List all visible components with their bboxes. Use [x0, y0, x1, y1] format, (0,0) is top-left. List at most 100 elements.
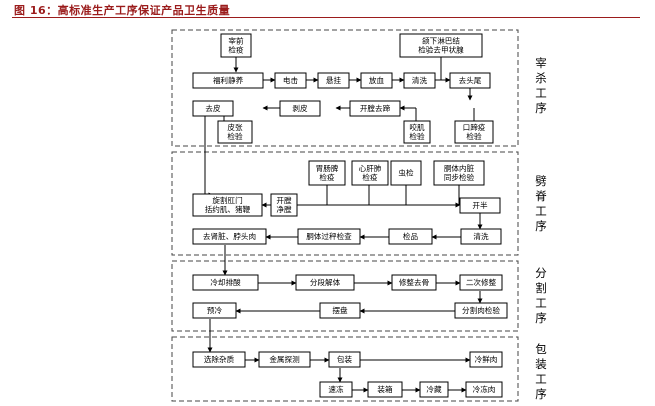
- node-label: 去肾脏、脖头肉: [203, 231, 256, 241]
- node-de-skin: 去皮: [192, 100, 234, 117]
- node-label: 冷却排酸: [210, 277, 241, 287]
- node-box: 装箱: [367, 381, 403, 398]
- node-frozen-meat: 冷冻肉: [465, 381, 503, 398]
- node-wash1: 清洗: [403, 72, 436, 89]
- node-package: 包装: [328, 351, 361, 368]
- node-label: 放血: [369, 75, 385, 85]
- node-bleed: 放血: [360, 72, 393, 89]
- node-label: 分割肉检验: [462, 305, 500, 315]
- node-carcass-weigh: 胴体过秤检查: [297, 228, 361, 245]
- node-label: 皮张: [227, 122, 243, 132]
- section-label-cut: 分割工序: [535, 266, 547, 325]
- node-pre-chill: 预冷: [192, 302, 237, 319]
- node-rinse: 福利静养: [192, 72, 264, 89]
- node-label: 同步检验: [444, 172, 475, 182]
- node-remove-kidney: 去肾脏、脖头肉: [192, 228, 267, 245]
- node-label: 宰前: [228, 36, 244, 46]
- node-label: 开膛去蹄: [360, 103, 391, 113]
- slaughter-section-frame: [171, 29, 519, 147]
- node-worm-check: 虫检: [390, 160, 422, 186]
- node-label: 电击: [283, 75, 299, 85]
- node-de-tail: 去头尾: [449, 72, 491, 89]
- node-label: 括约肌、猪鞭: [205, 204, 251, 214]
- node-label: 旋割肛门: [212, 195, 242, 205]
- node-label: 净膛: [276, 204, 292, 214]
- figure-title: 图 16：高标准生产工序保证产品卫生质量: [14, 4, 231, 17]
- node-trim2: 二次修整: [459, 274, 503, 291]
- node-inspect: 检品: [388, 228, 433, 245]
- node-label: 咬肌: [409, 122, 425, 132]
- node-section-cut: 分段解体: [295, 274, 355, 291]
- node-cut-check: 分割肉检验: [454, 302, 508, 319]
- node-label: 剥皮: [292, 103, 308, 113]
- node-label: 速冻: [328, 384, 344, 394]
- node-peel: 剥皮: [279, 100, 321, 117]
- node-label: 检品: [403, 231, 419, 241]
- node-tray: 摆盘: [319, 302, 361, 319]
- node-label: 检验: [227, 131, 243, 141]
- split-section-frame: [171, 151, 519, 256]
- node-label: 开膛: [276, 195, 292, 205]
- node-label: 颌下淋巴结: [422, 36, 460, 46]
- node-label: 选除杂质: [204, 354, 235, 364]
- node-label: 福利静养: [213, 75, 244, 85]
- node-label: 分段解体: [310, 277, 341, 287]
- node-label: 胃肠脾: [316, 163, 339, 173]
- node-metal-detect: 金属探测: [258, 351, 311, 368]
- node-label: 冷鲜肉: [475, 354, 498, 364]
- node-label: 二次修整: [466, 277, 497, 287]
- node-label: 装箱: [377, 384, 393, 394]
- node-label: 清洗: [412, 75, 428, 85]
- node-label: 检验: [409, 131, 425, 141]
- pack-section-frame: [171, 336, 519, 402]
- node-chill: 冷却排酸: [192, 274, 259, 291]
- node-label: 冷冻肉: [473, 384, 496, 394]
- node-wash2: 清洗: [460, 228, 502, 245]
- node-label: 去头尾: [459, 75, 482, 85]
- node-halve: 开半: [459, 197, 501, 214]
- node-label: 金属探测: [269, 354, 300, 364]
- node-label: 摆盘: [332, 305, 348, 315]
- node-stun: 电击: [274, 72, 307, 89]
- node-label: 检验去甲状腺: [418, 45, 464, 55]
- node-label: 冷藏: [426, 384, 442, 394]
- node-label: 包装: [337, 354, 353, 364]
- node-hang: 悬挂: [317, 72, 350, 89]
- node-cold-store: 冷藏: [419, 381, 449, 398]
- node-label: 悬挂: [326, 75, 342, 85]
- node-chilled-meat: 冷鲜肉: [469, 351, 503, 368]
- flow-arrows: [204, 57, 483, 393]
- section-label-pack: 包装工序: [535, 342, 547, 401]
- node-label: 虫检: [398, 168, 414, 178]
- node-label: 修整去骨: [399, 277, 429, 287]
- node-label: 口蹄疫: [463, 122, 486, 132]
- node-label: 检疫: [228, 45, 244, 55]
- cut-section-frame: [171, 260, 519, 332]
- node-label: 检疫: [362, 172, 378, 182]
- node-remove-foreign: 选除杂质: [192, 351, 246, 368]
- node-label: 预冷: [207, 305, 223, 315]
- node-label: 心肝肺: [359, 164, 382, 173]
- node-label: 胴体内脏: [444, 163, 475, 173]
- node-label: 开半: [472, 200, 488, 210]
- node-label: 检疫: [319, 172, 335, 182]
- section-label-split: 劈脊工序: [535, 174, 547, 233]
- node-label: 胴体过秤检查: [306, 231, 352, 241]
- node-bone: 修整去骨: [391, 274, 437, 291]
- node-label: 清洗: [473, 231, 489, 241]
- node-label: 去皮: [205, 103, 221, 113]
- node-open-belly: 开膛去蹄: [349, 100, 401, 117]
- title-rule: [12, 17, 640, 18]
- node-label: 检验: [466, 131, 482, 141]
